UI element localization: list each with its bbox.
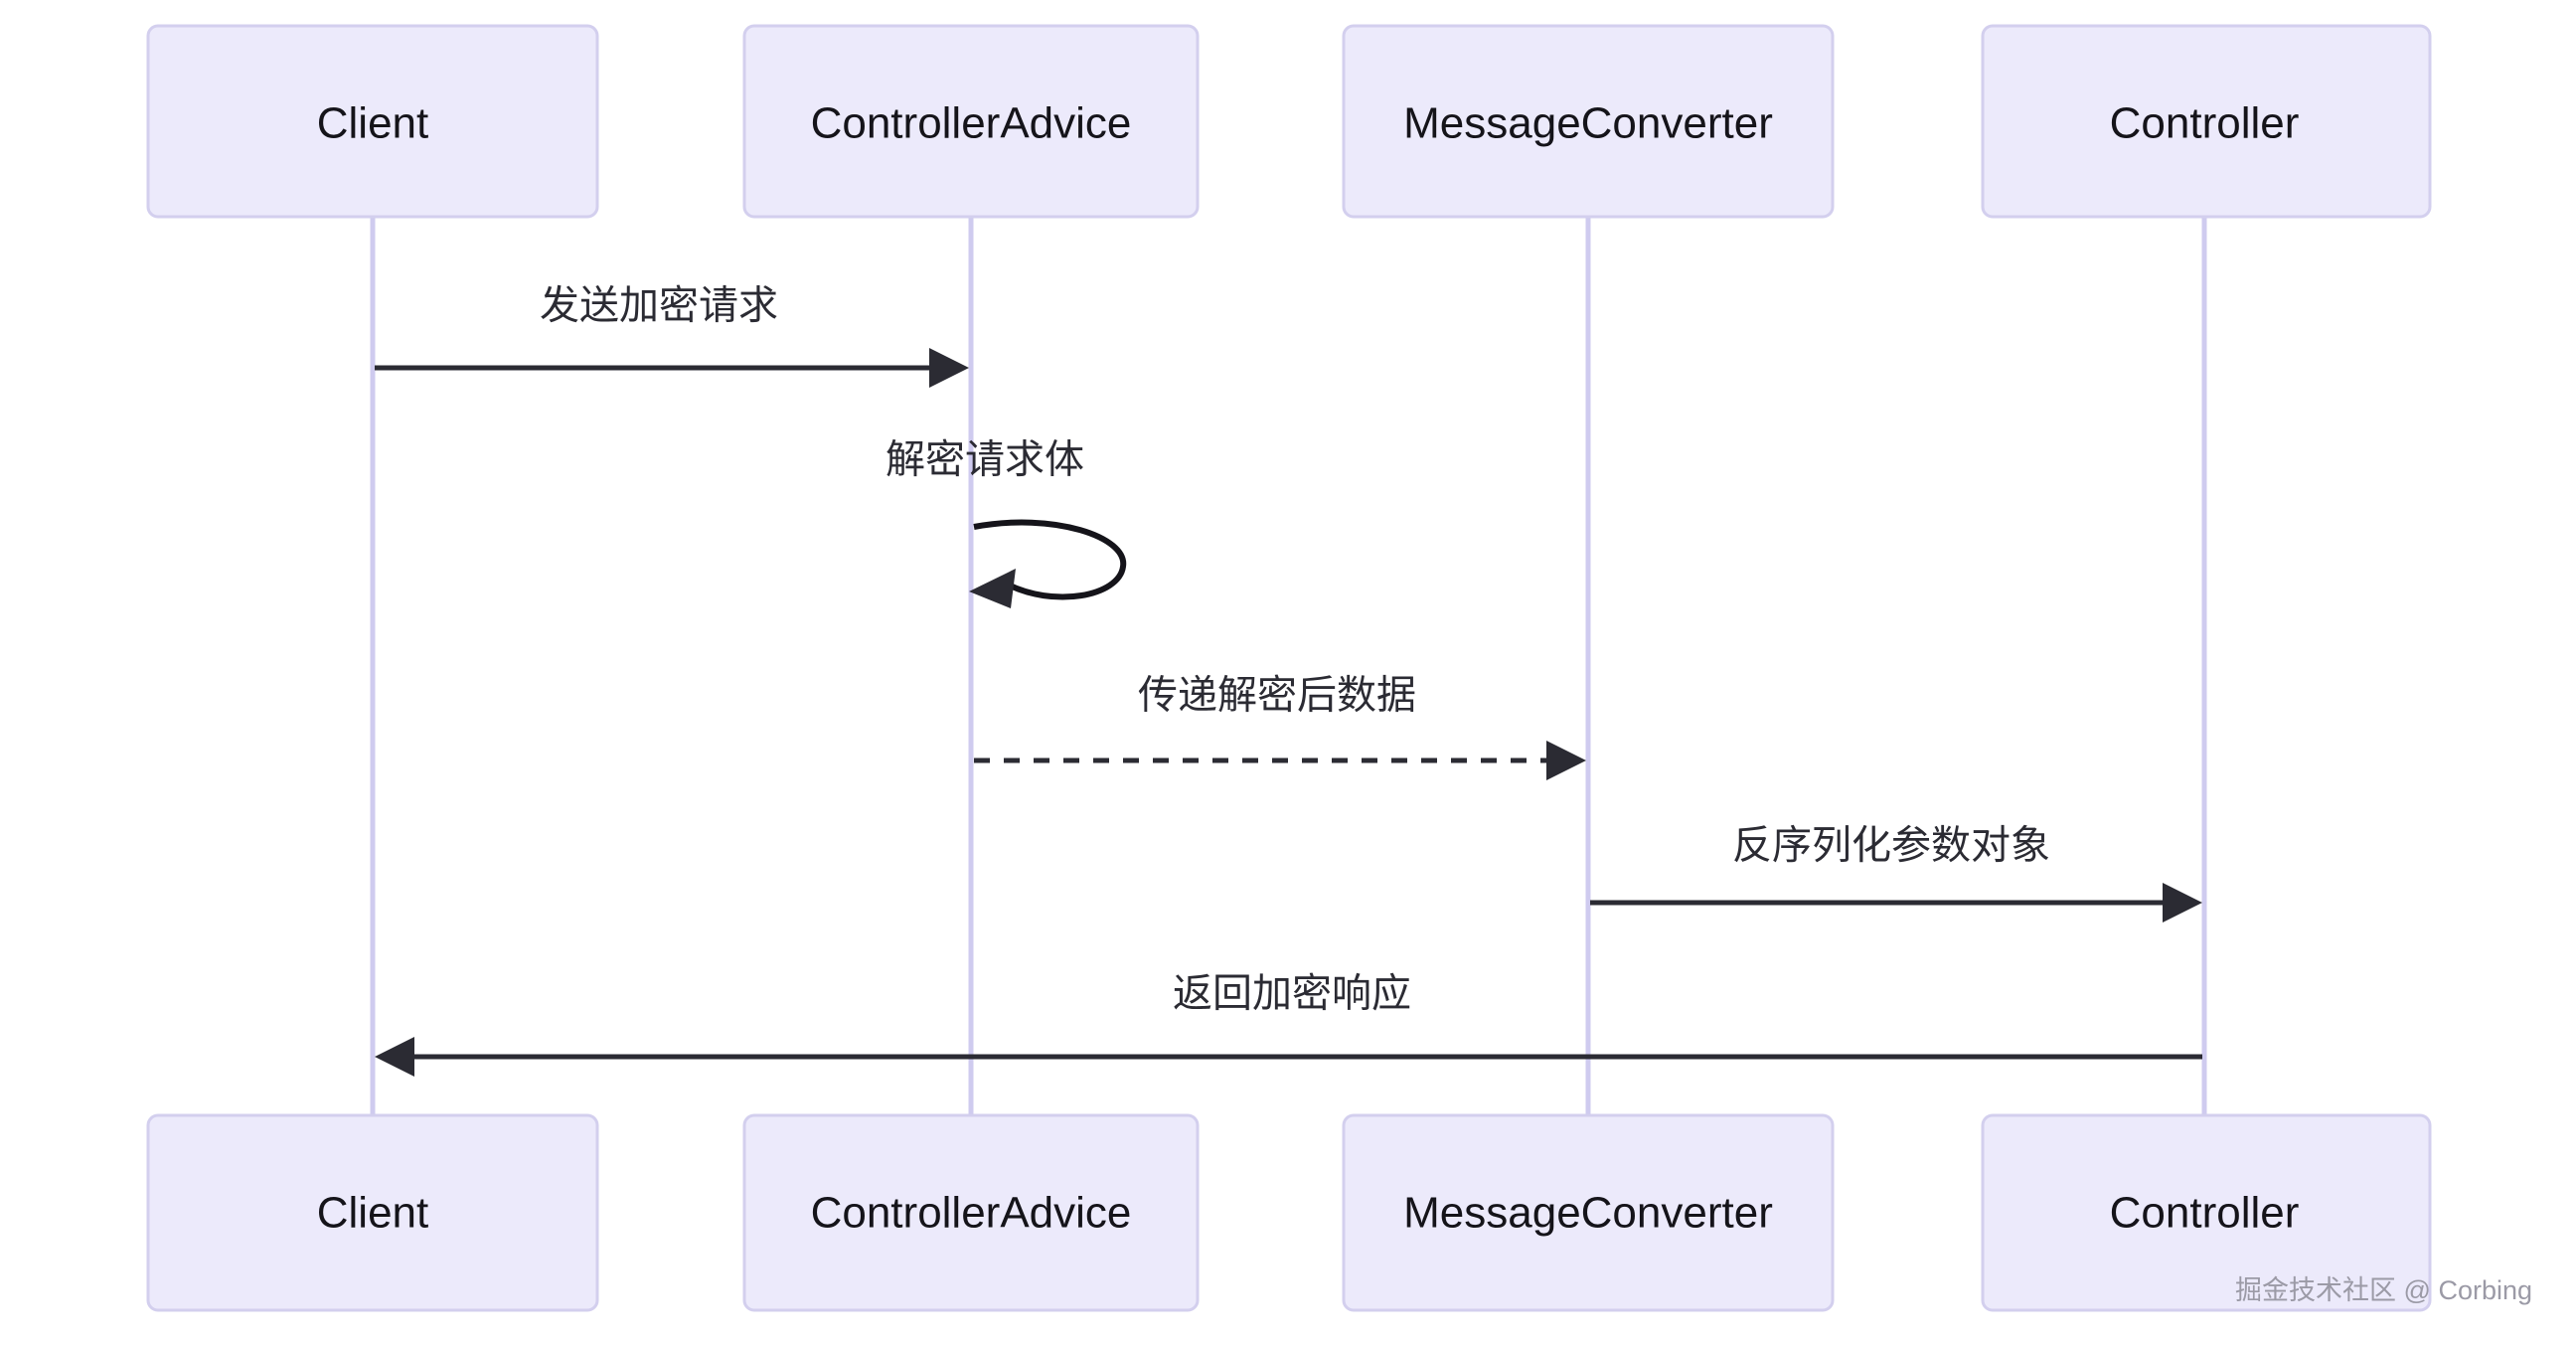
participant-label-controller-top: Controller — [2110, 99, 2300, 148]
message-2-arrowhead-icon — [969, 569, 1016, 608]
participant-box-controller-bottom[interactable]: Controller — [1981, 1113, 2432, 1312]
participant-rect-message-converter-top[interactable] — [1342, 24, 1835, 219]
participant-rect-client-bottom[interactable] — [146, 1113, 599, 1312]
participant-label-controller-advice-top: ControllerAdvice — [811, 99, 1132, 148]
participant-label-controller-bottom: Controller — [2110, 1189, 2300, 1238]
lifelines-group — [370, 217, 2207, 1117]
message-4-arrowhead-icon — [2163, 883, 2202, 923]
watermark-text: 掘金技术社区 @ Corbing — [2235, 1275, 2532, 1305]
participant-box-controller-top[interactable]: Controller — [1981, 24, 2432, 219]
participant-box-message-converter-top[interactable]: MessageConverter — [1342, 24, 1835, 219]
message-3-label: 传递解密后数据 — [1138, 674, 1416, 718]
message-4-deserialize-parameter-object[interactable]: 反序列化参数对象 — [1590, 824, 2202, 923]
participant-rect-controller-advice-bottom[interactable] — [742, 1113, 1200, 1312]
message-2-label: 解密请求体 — [886, 438, 1084, 482]
participant-box-controller-advice-bottom[interactable]: ControllerAdvice — [742, 1113, 1200, 1312]
message-5-arrowhead-icon — [375, 1037, 414, 1077]
message-3-pass-decrypted-data[interactable]: 传递解密后数据 — [974, 674, 1586, 780]
message-1-send-encrypted-request[interactable]: 发送加密请求 — [375, 284, 969, 388]
participant-rect-message-converter-bottom[interactable] — [1342, 1113, 1835, 1312]
participant-box-message-converter-bottom[interactable]: MessageConverter — [1342, 1113, 1835, 1312]
participant-label-client-top: Client — [317, 99, 429, 148]
participant-box-client-top[interactable]: Client — [146, 24, 599, 219]
participant-box-controller-advice-top[interactable]: ControllerAdvice — [742, 24, 1200, 219]
participant-label-message-converter-top: MessageConverter — [1403, 99, 1773, 148]
message-2-decrypt-request-body[interactable]: 解密请求体 — [886, 438, 1127, 608]
message-5-return-encrypted-response[interactable]: 返回加密响应 — [375, 972, 2202, 1077]
message-1-arrowhead-icon — [929, 348, 969, 388]
message-1-label: 发送加密请求 — [540, 284, 778, 328]
participant-rect-controller-top[interactable] — [1981, 24, 2432, 219]
participant-rect-client-top[interactable] — [146, 24, 599, 219]
participant-label-message-converter-bottom: MessageConverter — [1403, 1189, 1773, 1238]
participant-label-client-bottom: Client — [317, 1189, 429, 1238]
message-4-label: 反序列化参数对象 — [1732, 824, 2050, 868]
participant-box-client-bottom[interactable]: Client — [146, 1113, 599, 1312]
message-5-label: 返回加密响应 — [1173, 972, 1411, 1016]
message-2-self-loop-path[interactable] — [973, 519, 1127, 600]
message-3-arrowhead-icon — [1546, 741, 1586, 780]
participants-top: Client ControllerAdvice MessageConverter… — [146, 24, 2432, 219]
participants-bottom: Client ControllerAdvice MessageConverter… — [146, 1113, 2432, 1312]
participant-rect-controller-advice-top[interactable] — [742, 24, 1200, 219]
participant-label-controller-advice-bottom: ControllerAdvice — [811, 1189, 1132, 1238]
participant-rect-controller-bottom[interactable] — [1981, 1113, 2432, 1312]
